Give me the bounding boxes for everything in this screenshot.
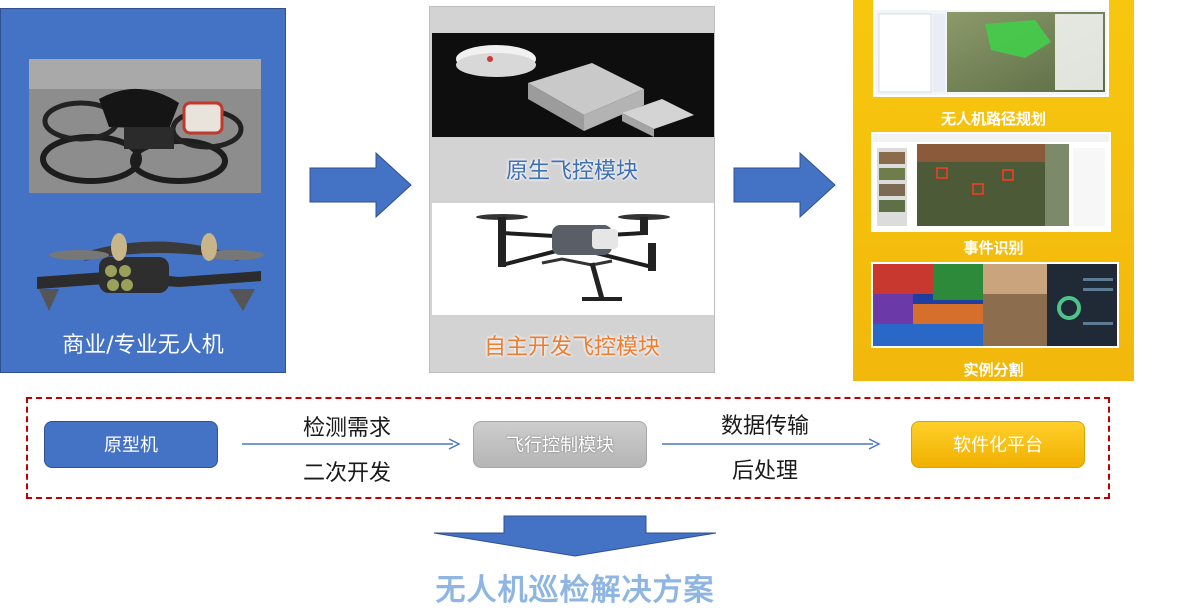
commercial-drone-caption: 商业/专业无人机 (62, 333, 224, 358)
custom-flight-control-drone-photo (432, 203, 714, 315)
path-planning-screenshot (873, 0, 1109, 97)
right-arrow-2 (733, 152, 836, 218)
post-processing-text: 后处理 (731, 459, 798, 484)
data-transmission-text: 数据传输 (720, 414, 809, 439)
detection-requirement-text: 检测需求 (302, 416, 391, 441)
right-arrow-1 (309, 152, 412, 218)
caged-drone-photo (29, 59, 261, 193)
mavic-drone-photo (29, 231, 267, 329)
prototype-step: 原型机 (44, 421, 218, 468)
solution-title: 无人机巡检解决方案 (435, 573, 715, 608)
custom-flight-control-label: 自主开发飞控模块 (483, 335, 660, 360)
flow-arrow-1 (242, 438, 461, 450)
event-recognition-label: 事件识别 (963, 239, 1024, 257)
native-flight-control-label: 原生飞控模块 (505, 159, 638, 184)
instance-segmentation-screenshot (871, 262, 1119, 348)
native-flight-controller-photo (432, 33, 714, 137)
event-recognition-screenshot (871, 132, 1111, 232)
commercial-drone-panel: 商业/专业无人机 (0, 8, 286, 373)
software-platform-step: 软件化平台 (911, 421, 1085, 468)
path-planning-label: 无人机路径规划 (940, 110, 1046, 128)
flight-control-module-step: 飞行控制模块 (473, 421, 647, 468)
flow-arrow-2 (662, 438, 881, 450)
flight-control-panel: 原生飞控模块 自主开发飞控模块 (429, 6, 715, 373)
workflow-dashed-box (26, 397, 1110, 499)
instance-segmentation-label: 实例分割 (963, 361, 1024, 379)
software-platform-panel: 无人机路径规划 事件识别 (853, 0, 1134, 381)
secondary-development-text: 二次开发 (302, 461, 391, 486)
down-arrow (433, 515, 717, 557)
